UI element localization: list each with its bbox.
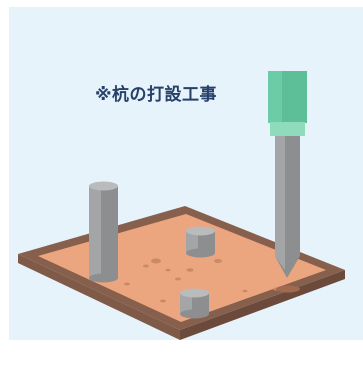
ground-side-left — [18, 254, 180, 340]
pile-illustration — [89, 181, 118, 283]
pile-driver-illustration — [268, 71, 307, 278]
short-pile-front — [180, 288, 209, 319]
short-pile-back — [186, 226, 215, 258]
pile-hole — [276, 285, 300, 293]
caption-label: ※杭の打設工事 — [95, 85, 218, 105]
ground-side-right — [180, 270, 345, 340]
